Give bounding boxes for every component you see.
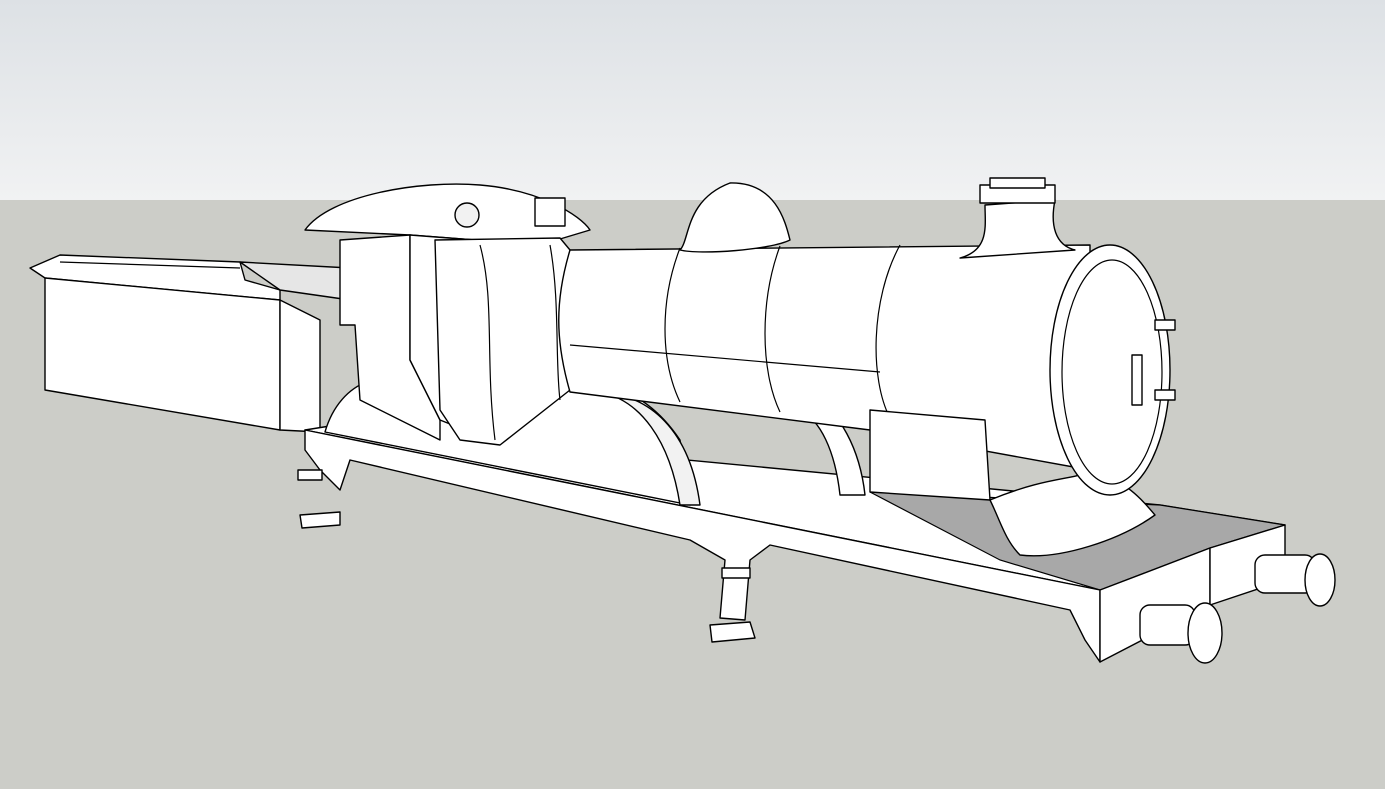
buffers[interactable] (1139, 553, 1336, 664)
smokebox-door[interactable] (1049, 244, 1176, 496)
dome[interactable] (679, 182, 791, 253)
firebox[interactable] (434, 237, 571, 446)
sky (0, 0, 1385, 200)
